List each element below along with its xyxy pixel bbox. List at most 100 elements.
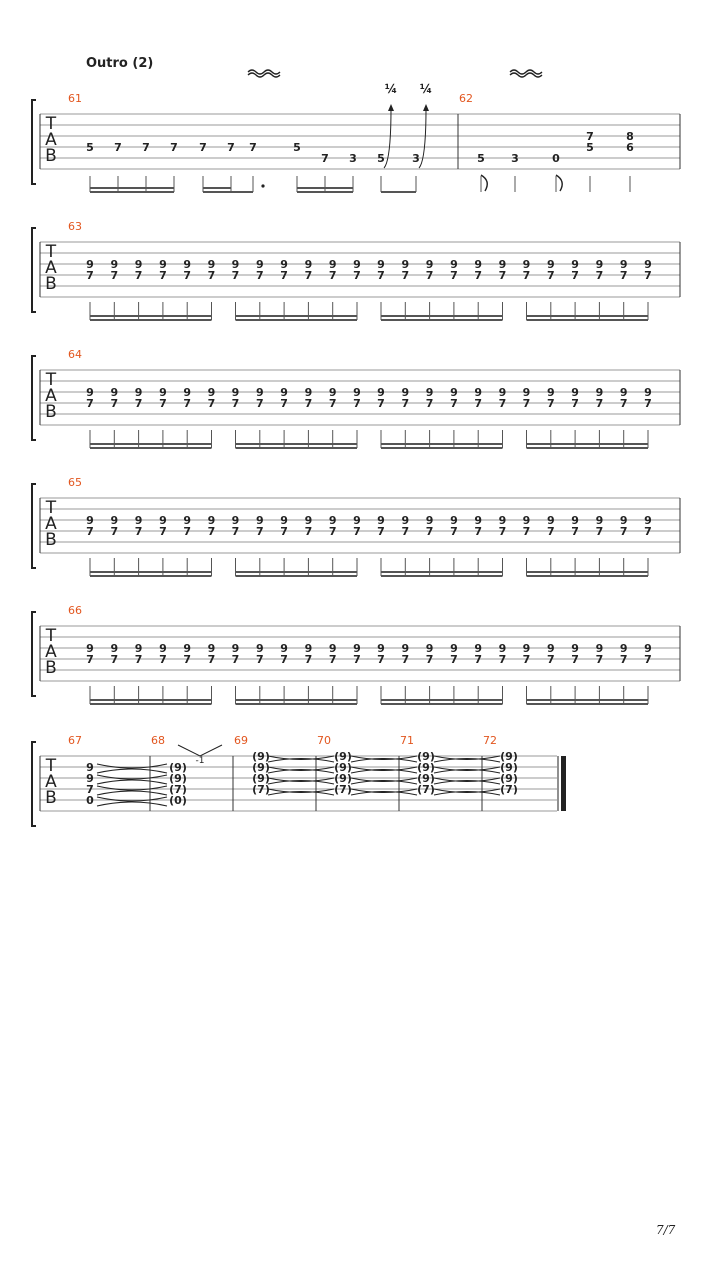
fret-number: 9 [571, 514, 579, 527]
fret-number: 7 [232, 397, 240, 410]
fret-number: 7 [86, 269, 94, 282]
fret-number: 9 [86, 514, 94, 527]
measure-number: 66 [68, 604, 82, 617]
fret-number: 7 [401, 397, 409, 410]
fret-number: 7 [232, 525, 240, 538]
system-2: TAB6397979797979797979797979797979797979… [31, 220, 681, 321]
fret-number: 7 [547, 653, 555, 666]
vibrato-mark [247, 69, 281, 78]
fret-number: 9 [305, 514, 313, 527]
fret-number: (9) [252, 772, 270, 785]
fret-number: 7 [353, 269, 361, 282]
fret-number: 9 [426, 258, 434, 271]
fret-number: 9 [280, 258, 288, 271]
fret-number: 9 [159, 386, 167, 399]
fret-number: (9) [500, 750, 518, 763]
tie [267, 788, 335, 793]
fret-number: 9 [86, 772, 94, 785]
fret-number: 9 [256, 386, 264, 399]
fret-number: 9 [523, 258, 531, 271]
fret-number: 7 [353, 397, 361, 410]
fret-number: 9 [474, 386, 482, 399]
fret-number: 9 [280, 386, 288, 399]
fret-number: 7 [571, 269, 579, 282]
tab-clef-letter: A [45, 514, 57, 534]
system-bracket [31, 611, 36, 697]
fret-number: 9 [135, 258, 143, 271]
dot [261, 184, 265, 188]
bend-label: ¼ [420, 82, 432, 96]
whammy-label: -1 [196, 756, 205, 766]
fret-number: 7 [232, 653, 240, 666]
fret-number: 9 [571, 386, 579, 399]
fret-number: 7 [596, 653, 604, 666]
fret-number: 9 [232, 514, 240, 527]
tie [350, 758, 418, 763]
fret-number: 7 [450, 397, 458, 410]
fret-number: (7) [252, 783, 270, 796]
fret-number: 9 [474, 642, 482, 655]
fret-number: (9) [500, 761, 518, 774]
fret-number: 9 [426, 642, 434, 655]
fret-number: 7 [571, 397, 579, 410]
fret-number: (7) [334, 783, 352, 796]
fret-number: (7) [169, 783, 187, 796]
fret-number: 7 [474, 653, 482, 666]
fret-number: (9) [169, 761, 187, 774]
tie [267, 769, 335, 774]
fret-number: 9 [305, 258, 313, 271]
fret-number: 7 [280, 269, 288, 282]
tie [267, 755, 335, 760]
measure-number: 64 [68, 348, 82, 361]
fret-number: 0 [552, 152, 560, 165]
tie [433, 766, 501, 771]
fret-number: 9 [523, 386, 531, 399]
fret-number: 7 [208, 269, 216, 282]
fret-number: 9 [110, 514, 118, 527]
fret-number: 9 [86, 258, 94, 271]
tie [96, 801, 168, 807]
fret-number: 9 [256, 514, 264, 527]
fret-number: 9 [183, 514, 191, 527]
fret-number: 6 [626, 141, 634, 154]
fret-number: 7 [142, 141, 150, 154]
tie [350, 769, 418, 774]
fret-number: 9 [547, 258, 555, 271]
fret-number: 7 [256, 397, 264, 410]
fret-number: 9 [499, 642, 507, 655]
whammy-dip [177, 744, 223, 757]
tab-clef-letter: B [45, 658, 57, 678]
fret-number: 9 [135, 386, 143, 399]
fret-number: 7 [329, 653, 337, 666]
fret-number: 9 [110, 642, 118, 655]
fret-number: (0) [169, 794, 187, 807]
tab-clef-letter: T [45, 756, 57, 776]
tab-clef-letter: B [45, 788, 57, 808]
fret-number: 9 [596, 258, 604, 271]
fret-number: 7 [159, 525, 167, 538]
fret-number: 7 [450, 653, 458, 666]
fret-number: 9 [571, 258, 579, 271]
tie [433, 769, 501, 774]
tab-clef-letter: B [45, 274, 57, 294]
system-bracket [31, 99, 36, 185]
tab-clef-letter: T [45, 498, 57, 518]
fret-number: 9 [450, 642, 458, 655]
fret-number: 9 [401, 386, 409, 399]
tie [96, 763, 168, 769]
tab-clef-letter: B [45, 530, 57, 550]
fret-number: 7 [474, 269, 482, 282]
bend-label: ¼ [385, 82, 397, 96]
system-bracket [31, 483, 36, 569]
fret-number: 7 [183, 653, 191, 666]
fret-number: 7 [596, 269, 604, 282]
fret-number: 7 [523, 269, 531, 282]
system-bracket [31, 227, 36, 313]
fret-number: (9) [252, 761, 270, 774]
fret-number: 7 [620, 269, 628, 282]
fret-number: 9 [280, 514, 288, 527]
fret-number: 5 [586, 141, 594, 154]
tie [96, 785, 168, 791]
fret-number: (9) [334, 761, 352, 774]
fret-number: 7 [159, 269, 167, 282]
